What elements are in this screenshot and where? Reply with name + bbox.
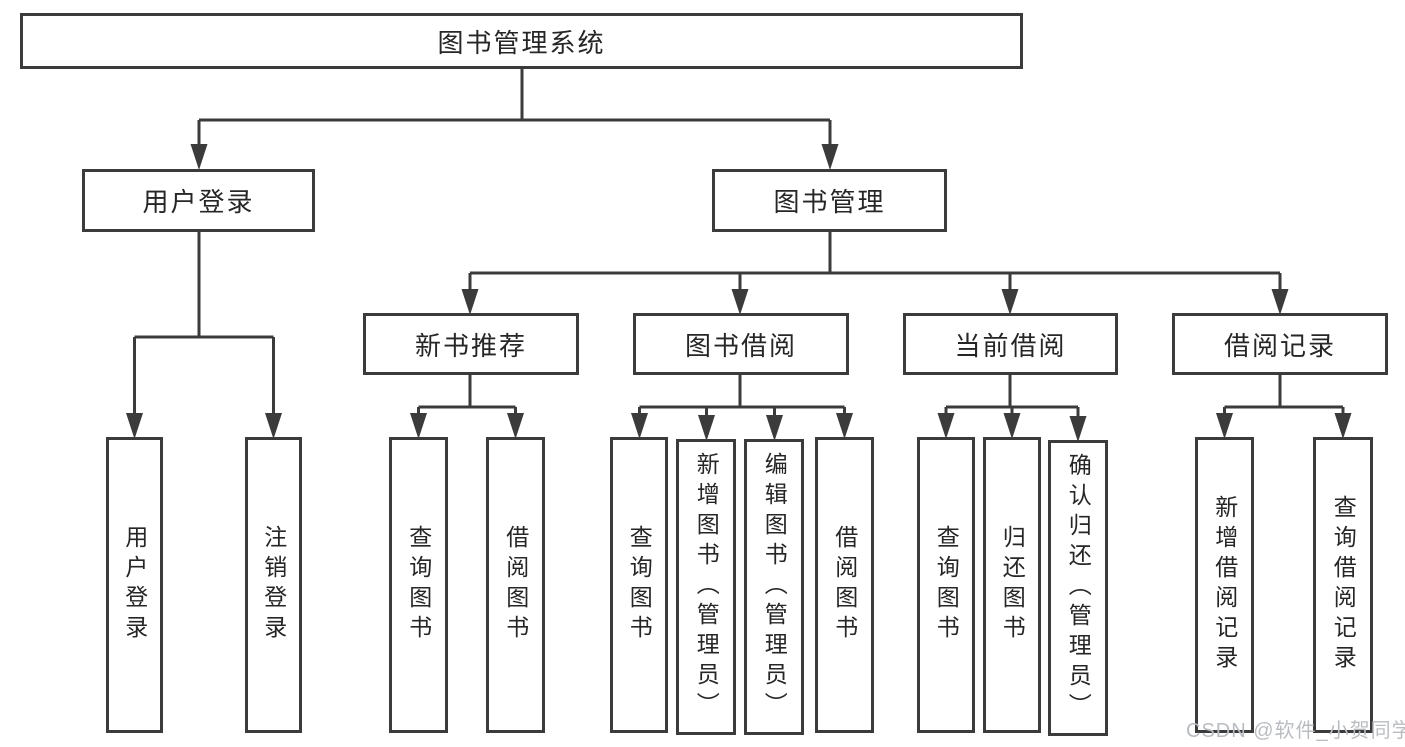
node-root: 图书管理系统 [20,13,1023,69]
node-leaf-borrow-books-borrow: 借阅图书 [815,437,874,733]
node-leaf-query-books-recommend: 查询图书 [389,437,448,733]
node-label: 查询图书 [933,525,960,645]
node-leaf-query-books-borrow: 查询图书 [610,437,668,733]
node-leaf-edit-book-admin: 编辑图书（管理员） [744,439,804,735]
node-leaf-confirm-return-admin: 确认归还（管理员） [1048,440,1108,736]
node-borrowing-records: 借阅记录 [1172,313,1388,375]
node-label: 用户登录 [142,187,255,217]
node-label: 新书推荐 [414,330,527,361]
node-label: 图书借阅 [684,330,797,361]
node-label: 图书管理系统 [437,27,606,58]
node-leaf-user-login: 用户登录 [106,437,163,733]
node-leaf-query-borrow-record: 查询借阅记录 [1313,437,1373,733]
node-label: 借阅图书 [502,525,529,645]
node-label: 新增图书（管理员） [693,452,720,722]
node-book-borrowing: 图书借阅 [633,313,849,375]
node-current-borrowing: 当前借阅 [903,313,1118,375]
node-label: 借阅图书 [831,525,858,645]
node-leaf-logout: 注销登录 [245,437,302,733]
node-leaf-add-book-admin: 新增图书（管理员） [676,439,736,735]
node-user-login: 用户登录 [82,169,315,232]
node-label: 新增借阅记录 [1211,495,1238,675]
node-leaf-query-books-current: 查询图书 [917,437,975,733]
node-label: 注销登录 [260,525,287,645]
tree-edges [133,69,1345,436]
node-new-book-recommendation: 新书推荐 [363,313,579,375]
node-label: 查询图书 [626,525,653,645]
node-book-management: 图书管理 [712,169,947,232]
node-label: 查询图书 [405,525,432,645]
node-leaf-add-borrow-record: 新增借阅记录 [1195,437,1254,733]
watermark: CSDN @软件_小贺同学 [1186,720,1405,742]
node-leaf-return-book: 归还图书 [983,437,1041,733]
node-label: 图书管理 [773,187,886,217]
node-leaf-borrow-books-recommend: 借阅图书 [486,437,545,733]
node-label: 确认归还（管理员） [1065,453,1092,723]
node-label: 归还图书 [999,525,1026,645]
node-label: 借阅记录 [1223,330,1336,361]
arrowheads [126,144,1352,442]
node-label: 编辑图书（管理员） [761,452,788,722]
node-label: 用户登录 [121,525,148,645]
node-label: 当前借阅 [954,330,1067,361]
node-label: 查询借阅记录 [1330,495,1357,675]
